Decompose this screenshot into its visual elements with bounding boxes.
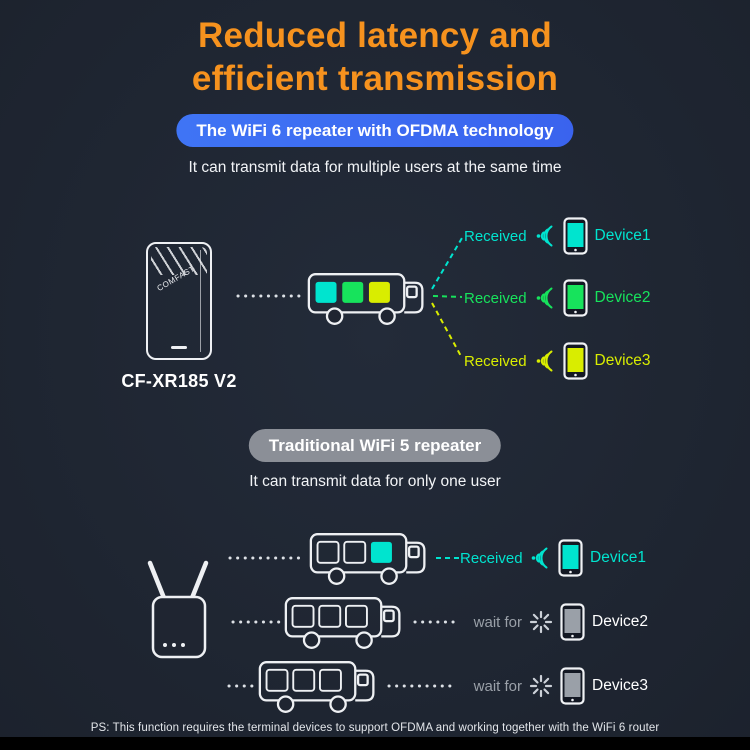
status-label: Received xyxy=(464,289,527,307)
status-label: Received xyxy=(464,352,527,370)
wifi6-device-row: Received Device3 xyxy=(464,341,651,381)
status-label: Received xyxy=(464,227,527,245)
phone-icon xyxy=(560,603,585,641)
waiting-spinner-icon xyxy=(529,674,553,698)
wifi6-device-row: Received Device1 xyxy=(464,216,651,256)
wifi6-subtitle: It can transmit data for multiple users … xyxy=(188,159,562,176)
wifi5-repeater-illustration xyxy=(147,560,209,659)
repeater-model-label: CF-XR185 V2 xyxy=(121,371,237,391)
title-line-2: efficient transmission xyxy=(191,59,559,98)
data-bus-icon xyxy=(258,661,375,713)
bottom-bar xyxy=(0,737,750,750)
data-bus-icon xyxy=(307,273,424,325)
footnote: PS: This function requires the terminal … xyxy=(90,722,660,734)
repeater-edge-line xyxy=(200,250,201,352)
wifi5-device-row: wait for Device2 xyxy=(460,602,648,642)
phone-icon xyxy=(562,279,588,317)
dashed-line-device3 xyxy=(431,302,463,359)
device-label: Device3 xyxy=(592,677,648,694)
repeater-slot xyxy=(171,346,187,349)
wifi6-repeater-illustration: COMFAST xyxy=(146,242,212,360)
status-label: wait for xyxy=(473,613,522,631)
repeater-vent-stripes xyxy=(151,247,207,275)
wifi5-subtitle: It can transmit data for only one user xyxy=(249,473,501,490)
dashed-line-device2 xyxy=(432,295,463,298)
status-label: wait for xyxy=(473,677,522,695)
wifi-signal-icon xyxy=(536,225,553,247)
device-label: Device1 xyxy=(594,227,651,244)
phone-icon xyxy=(560,667,585,705)
wifi-signal-icon xyxy=(536,350,553,372)
device-label: Device1 xyxy=(590,549,646,566)
title-line-1: Reduced latency and xyxy=(198,16,552,55)
waiting-spinner-icon xyxy=(529,610,553,634)
phone-icon xyxy=(562,342,588,380)
wifi6-badge: The WiFi 6 repeater with OFDMA technolog… xyxy=(176,114,574,147)
dashed-line-device1 xyxy=(431,237,463,290)
device-label: Device2 xyxy=(594,289,651,306)
wifi-signal-icon xyxy=(531,547,548,569)
wifi5-device-row: wait for Device3 xyxy=(460,666,648,706)
wifi6-device-row: Received Device2 xyxy=(464,278,651,318)
device-label: Device3 xyxy=(594,352,651,369)
wifi5-device-row: Received Device1 xyxy=(460,538,646,578)
wifi-signal-icon xyxy=(536,287,553,309)
data-bus-icon xyxy=(309,533,426,585)
phone-icon xyxy=(562,217,588,255)
device-label: Device2 xyxy=(592,613,648,630)
data-bus-icon xyxy=(284,597,401,649)
status-label: Received xyxy=(460,549,523,567)
page-title: Reduced latency and efficient transmissi… xyxy=(0,14,750,100)
wifi5-badge: Traditional WiFi 5 repeater xyxy=(248,429,502,462)
phone-icon xyxy=(558,539,583,577)
